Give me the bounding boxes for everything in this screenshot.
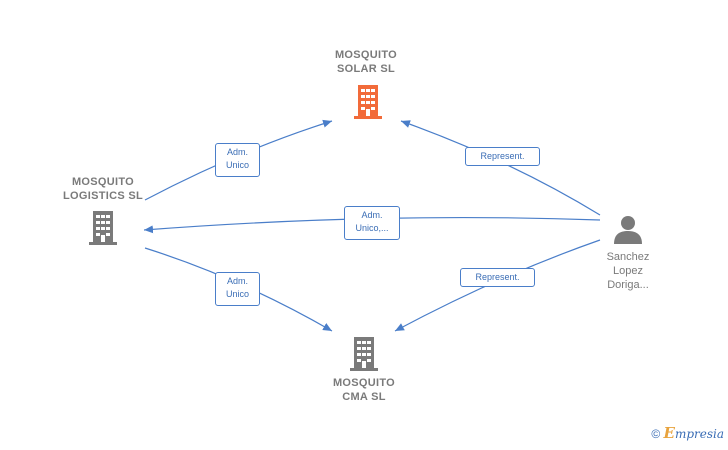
building-icon-cma xyxy=(350,337,378,371)
brand-letter: E xyxy=(663,424,675,442)
person-icon xyxy=(614,216,642,244)
brand-logo: Empresia xyxy=(663,424,725,442)
edge-label-person-to-solar: Represent. xyxy=(465,147,540,166)
node-label-person[interactable]: Sanchez Lopez Doriga... xyxy=(606,251,650,291)
copyright-symbol: © xyxy=(651,427,661,441)
node-label-solar[interactable]: MOSQUITO SOLAR SL xyxy=(334,49,398,75)
building-icon-logistics xyxy=(89,211,117,245)
edge-label-logistics-to-solar: Adm. Unico xyxy=(215,143,260,177)
edge-person-to-solar xyxy=(400,120,601,216)
edge-label-person-to-logistics: Adm. Unico,... xyxy=(344,206,400,240)
footer-brand[interactable]: © Empresia xyxy=(651,424,724,442)
node-label-cma[interactable]: MOSQUITO CMA SL xyxy=(332,377,396,403)
edge-label-person-to-cma: Represent. xyxy=(460,268,535,287)
edge-label-logistics-to-cma: Adm. Unico xyxy=(215,272,260,306)
brand-name: mpresia xyxy=(674,427,724,441)
building-icon-solar xyxy=(354,85,382,119)
node-label-logistics[interactable]: MOSQUITO LOGISTICS SL xyxy=(63,176,143,202)
